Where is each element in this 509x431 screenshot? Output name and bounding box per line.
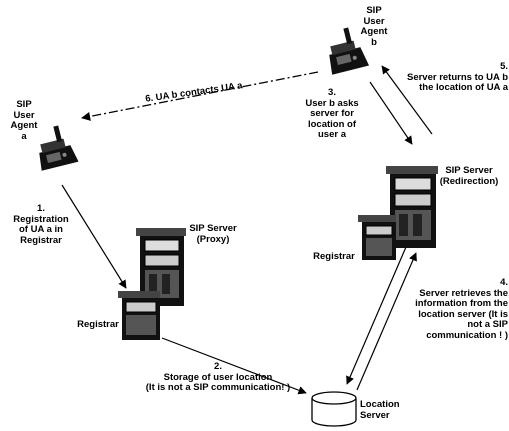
proxy-registrar-label: Registrar: [77, 319, 119, 330]
step-4-label: 4. Server retrieves the information from…: [415, 277, 508, 341]
arrow-3-request: [369, 81, 413, 145]
server-icon: [118, 291, 160, 340]
step-1-label: 1. Registration of UA a in Registrar: [13, 203, 69, 246]
step-2-label: 2. Storage of user location (It is not a…: [145, 361, 291, 393]
phone-icon: [329, 27, 370, 75]
redirect-server-label: SIP Server (Redirection): [439, 165, 499, 187]
arrow-4-reply: [356, 252, 417, 391]
proxy-server-label: SIP Server (Proxy): [189, 223, 237, 245]
location-server-label: Location Server: [360, 399, 400, 421]
arrow-6-ua-b-contacts-ua-a: [81, 71, 319, 121]
ua-b-label: SIP User Agent b: [360, 5, 388, 48]
arrow-2-storage: [161, 337, 307, 395]
arrow-5-response: [381, 65, 433, 135]
step-5-label: 5. Server returns to UA b the location o…: [406, 61, 508, 93]
server-icon: [386, 166, 438, 248]
redirect-registrar-label: Registrar: [313, 251, 355, 262]
database-icon: [311, 391, 357, 427]
phone-icon: [39, 125, 79, 171]
arrow-1-registration: [61, 184, 127, 289]
arrow-4-query: [346, 246, 407, 385]
server-icon: [358, 215, 396, 260]
ua-a-label: SIP User Agent a: [10, 99, 38, 142]
step-3-label: 3. User b asks server for location of us…: [305, 87, 359, 140]
